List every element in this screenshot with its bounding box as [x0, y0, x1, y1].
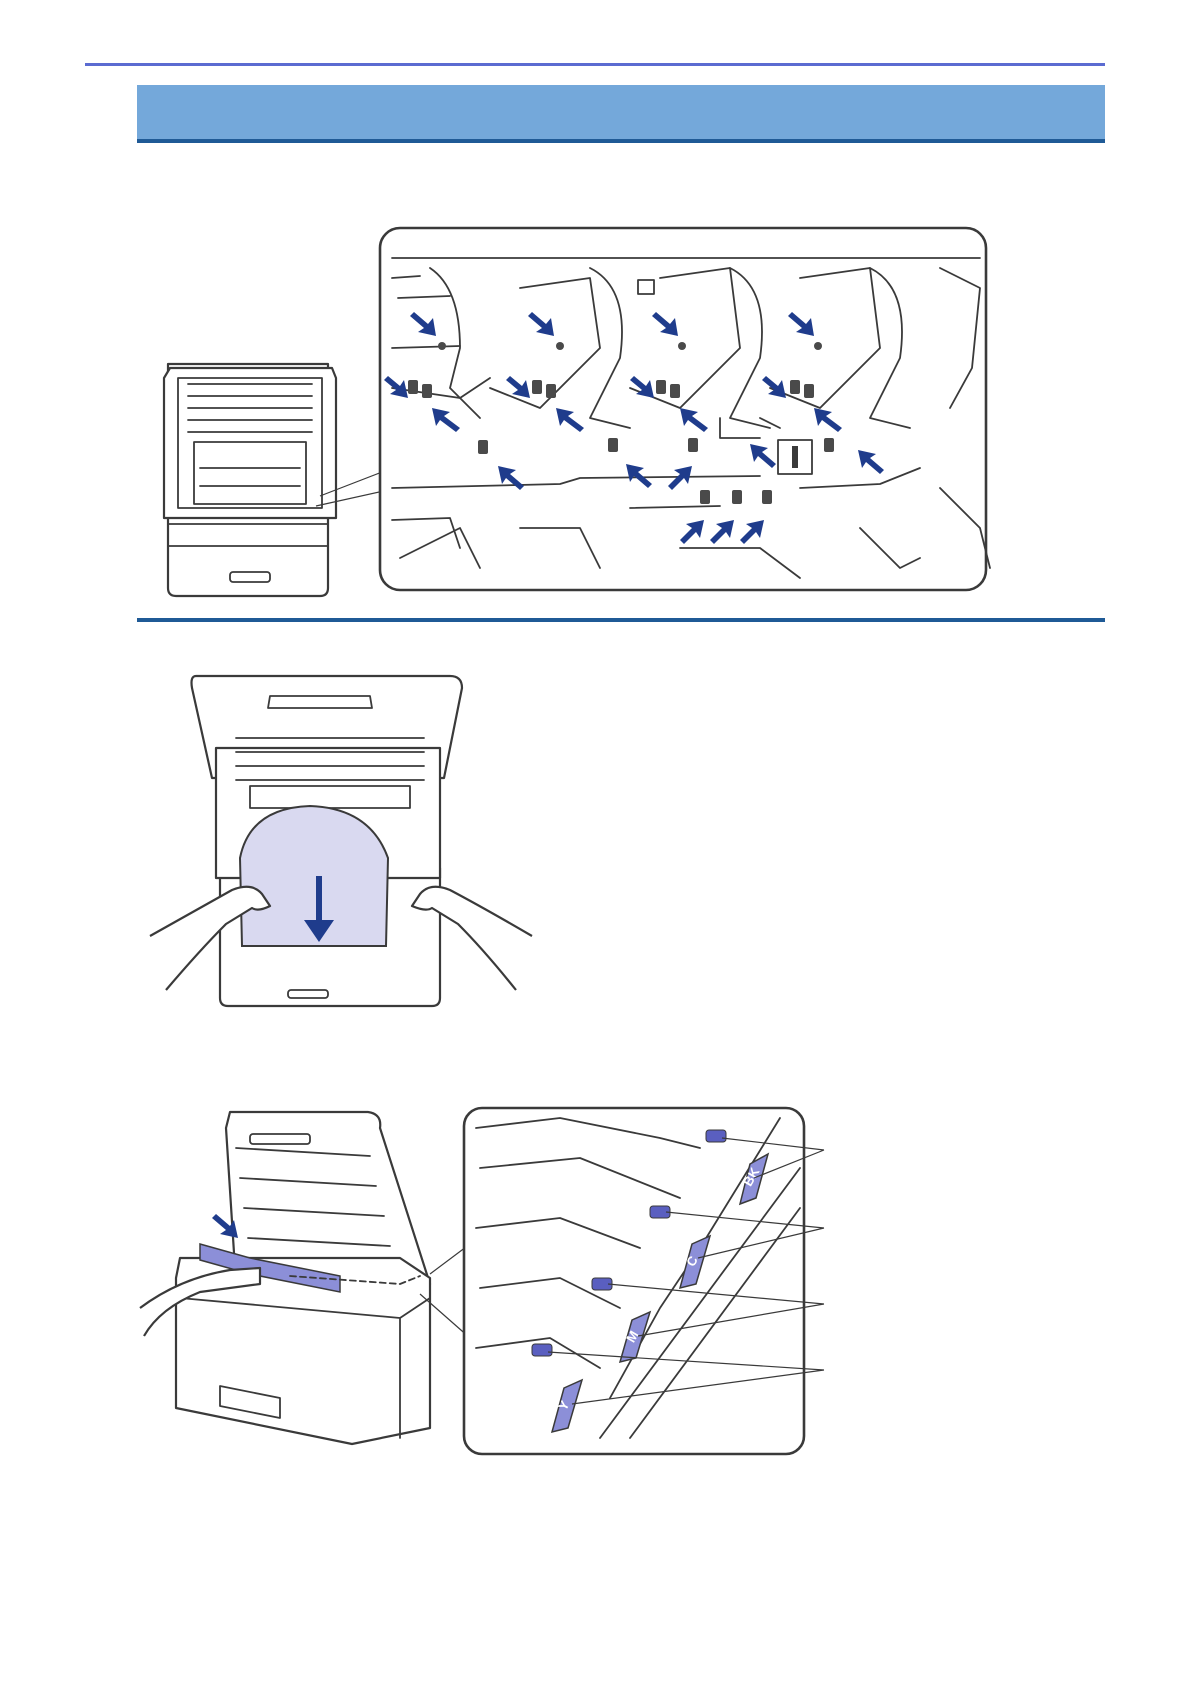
section-header-band — [137, 85, 1105, 143]
top-rule — [85, 63, 1105, 66]
color-inset-frame — [464, 1108, 804, 1454]
figure-1-printer-overview — [160, 228, 1000, 600]
figure-2-remove-paper — [140, 668, 540, 1014]
printer-small-illustration — [164, 364, 388, 596]
figure-3-reinstall-units: BK C M Y — [140, 1108, 840, 1456]
section-divider — [137, 618, 1105, 622]
printer-reinstall — [140, 1112, 470, 1444]
